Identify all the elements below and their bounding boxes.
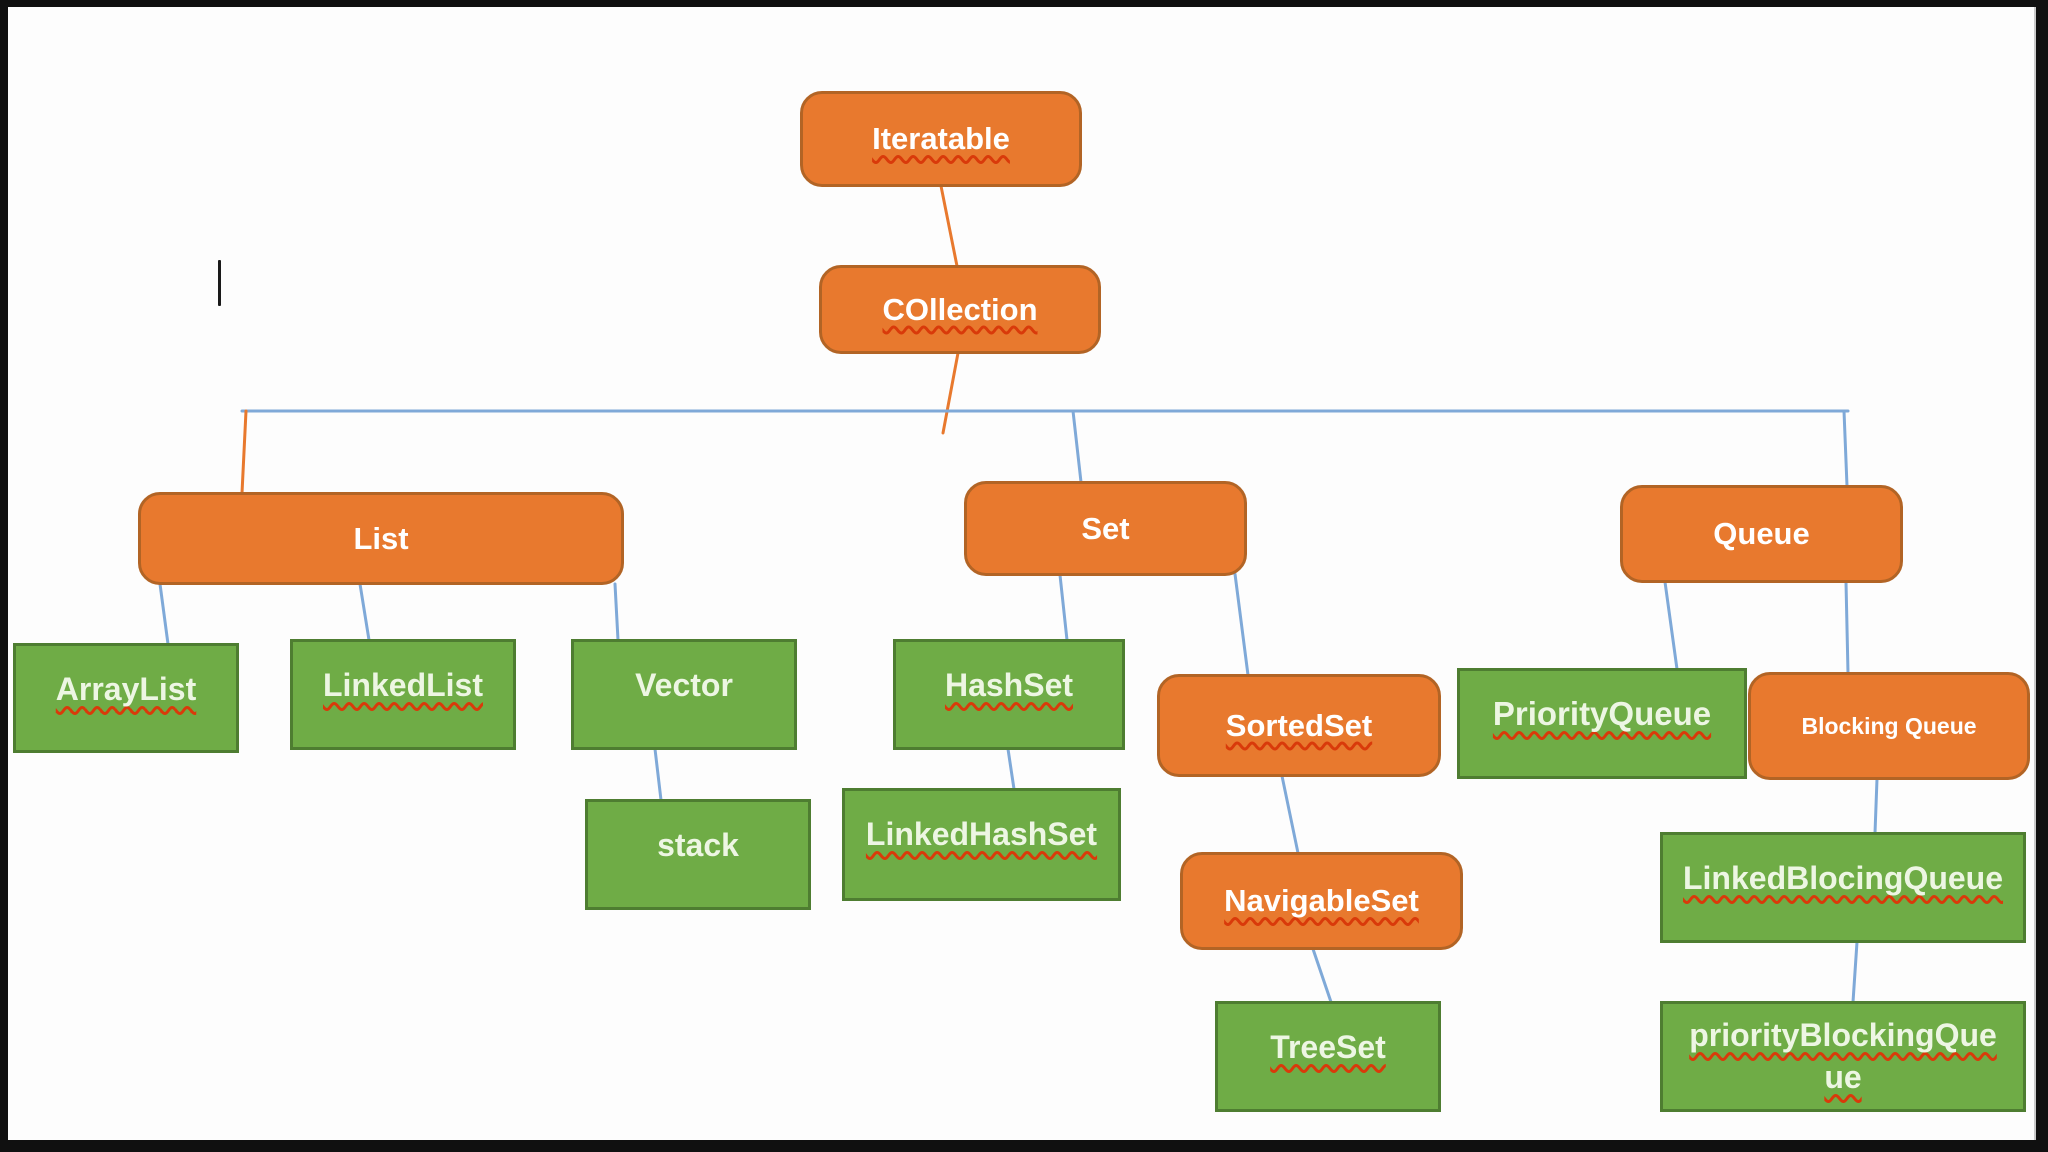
node-label-blockingqueue: Blocking Queue bbox=[1801, 713, 1977, 739]
node-linkedlist: LinkedList bbox=[290, 639, 516, 750]
node-label-linkedlist: LinkedList bbox=[322, 667, 483, 703]
node-collection: COllection bbox=[819, 265, 1101, 354]
node-vector: Vector bbox=[571, 639, 797, 750]
node-label-linkedblocingqueue: LinkedBlocingQueue bbox=[1682, 860, 2004, 896]
node-label-list: List bbox=[353, 520, 409, 556]
node-navigableset: NavigableSet bbox=[1180, 852, 1463, 950]
node-label-iteratable: Iteratable bbox=[872, 121, 1010, 156]
node-list: List bbox=[138, 492, 624, 585]
node-label-arraylist: ArrayList bbox=[55, 671, 197, 707]
node-queue: Queue bbox=[1620, 485, 1903, 583]
node-label-priorityqueue: PriorityQueue bbox=[1492, 695, 1712, 732]
node-label-sortedset: SortedSet bbox=[1225, 707, 1373, 743]
node-priorityblockingqueue: priorityBlockingQue ue bbox=[1660, 1001, 2026, 1112]
node-label-set: Set bbox=[1081, 510, 1130, 546]
node-label-hashset: HashSet bbox=[944, 667, 1074, 703]
node-label-priorityblockingqueue: priorityBlockingQue ue bbox=[1689, 1017, 1997, 1095]
node-label-queue: Queue bbox=[1713, 516, 1810, 551]
node-priorityqueue: PriorityQueue bbox=[1457, 668, 1747, 779]
node-linkedhashset: LinkedHashSet bbox=[842, 788, 1121, 901]
node-stack: stack bbox=[585, 799, 811, 910]
node-sortedset: SortedSet bbox=[1157, 674, 1441, 777]
node-iteratable: Iteratable bbox=[800, 91, 1082, 187]
node-set: Set bbox=[964, 481, 1247, 576]
node-label-treeset: TreeSet bbox=[1270, 1029, 1386, 1065]
node-label-navigableset: NavigableSet bbox=[1224, 883, 1419, 918]
node-label-stack: stack bbox=[657, 827, 739, 863]
node-label-collection: COllection bbox=[882, 291, 1038, 327]
node-blockingqueue: Blocking Queue bbox=[1748, 672, 2030, 780]
node-hashset: HashSet bbox=[893, 639, 1125, 750]
node-treeset: TreeSet bbox=[1215, 1001, 1441, 1112]
node-label-linkedhashset: LinkedHashSet bbox=[865, 816, 1098, 852]
text-cursor bbox=[218, 260, 221, 306]
node-linkedblocingqueue: LinkedBlocingQueue bbox=[1660, 832, 2026, 943]
node-arraylist: ArrayList bbox=[13, 643, 239, 753]
node-label-vector: Vector bbox=[635, 667, 733, 703]
